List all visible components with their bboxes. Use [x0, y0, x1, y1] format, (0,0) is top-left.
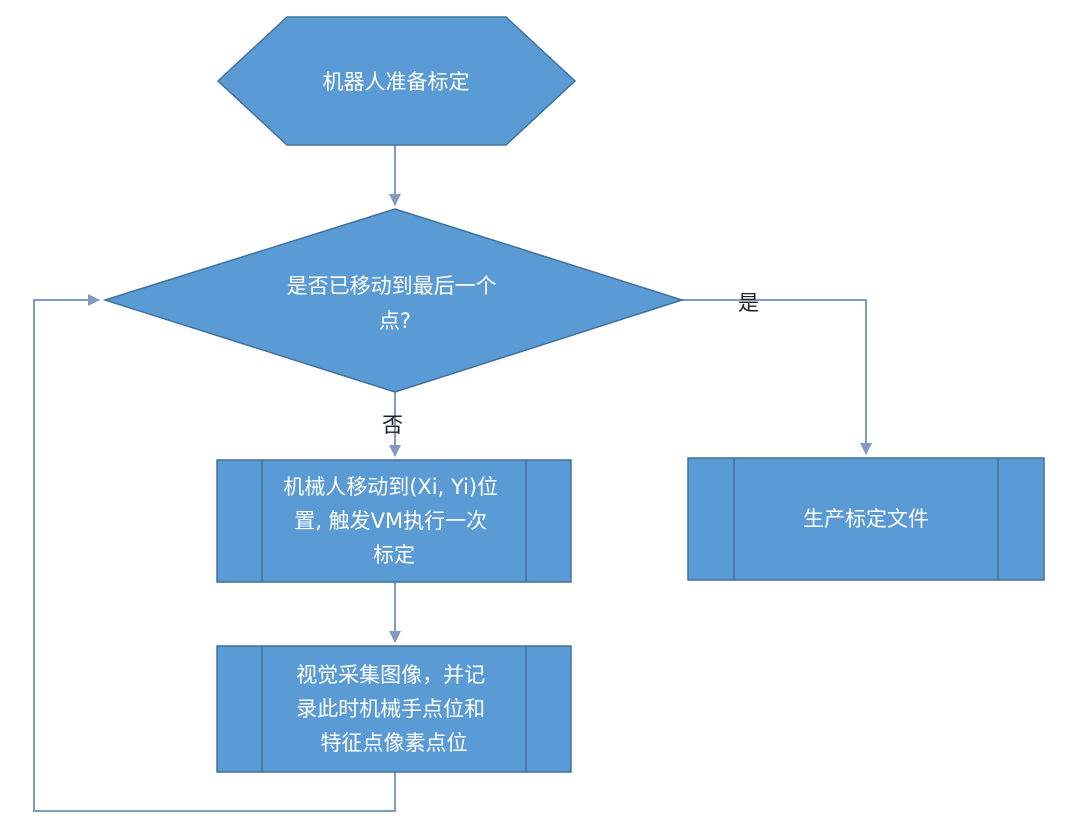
yes-label: 是 — [738, 291, 759, 315]
decision-node: 是否已移动到最后一个 点? — [102, 208, 685, 393]
start-node: 机器人准备标定 — [216, 16, 577, 146]
decision-text-line-1: 是否已移动到最后一个 — [287, 274, 497, 298]
step-move-box — [216, 459, 572, 583]
edge-capture-loop-back — [33, 294, 396, 812]
decision-text-line-2: 点? — [379, 309, 411, 333]
step-capture-text-line-3: 特征点像素点位 — [321, 731, 468, 755]
edge-decision-to-output — [682, 299, 872, 455]
step-output-node: 生产标定文件 — [687, 457, 1045, 581]
step-output-text: 生产标定文件 — [803, 507, 929, 531]
step-move-node: 机械人移动到(Xi, Yi)位 置, 触发VM执行一次 标定 — [216, 459, 572, 583]
step-move-text-line-2: 置, 触发VM执行一次 — [294, 509, 487, 533]
step-output-text-line-1: 生产标定文件 — [803, 507, 929, 531]
start-hexagon — [216, 16, 577, 146]
decision-diamond — [102, 208, 685, 393]
start-text: 机器人准备标定 — [323, 70, 470, 94]
start-text-line: 机器人准备标定 — [323, 70, 470, 94]
step-capture-node: 视觉采集图像，并记 录此时机械手点位和 特征点像素点位 — [216, 645, 572, 773]
step-capture-text-line-1: 视觉采集图像，并记 — [296, 663, 485, 687]
decision-text: 是否已移动到最后一个 点? — [287, 274, 504, 333]
step-capture-text: 视觉采集图像，并记 录此时机械手点位和 特征点像素点位 — [296, 663, 492, 755]
step-output-box — [687, 457, 1045, 581]
step-move-text-line-1: 机械人移动到(Xi, Yi)位 — [283, 475, 498, 499]
step-move-text: 机械人移动到(Xi, Yi)位 置, 触发VM执行一次 标定 — [283, 475, 505, 567]
edges — [33, 145, 872, 812]
step-capture-box — [216, 645, 572, 773]
step-move-text-line-3: 标定 — [373, 543, 415, 567]
step-capture-text-line-2: 录此时机械手点位和 — [296, 697, 485, 721]
no-label: 否 — [382, 413, 403, 437]
